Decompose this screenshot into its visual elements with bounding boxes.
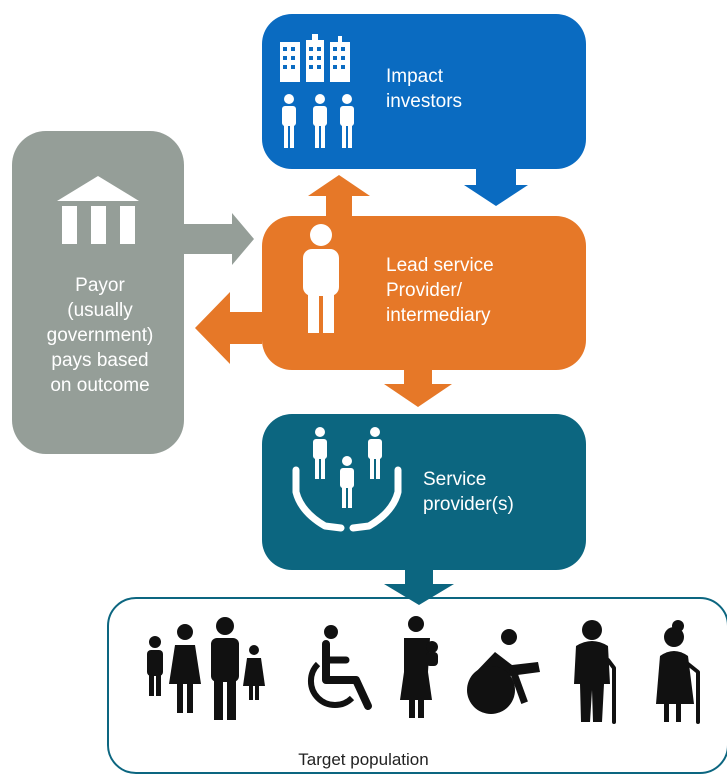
payor-label-line: Payor: [75, 275, 125, 296]
hands-holding-people-icon: [292, 427, 402, 532]
family-icon: [147, 617, 265, 720]
lead-box: [262, 216, 586, 370]
lead-label-line: Provider/: [386, 280, 463, 301]
payor-box: [12, 131, 184, 454]
arrow-lead-to-service: [384, 370, 452, 407]
investors-label: Impact investors: [386, 64, 462, 114]
lead-label-line: intermediary: [386, 305, 491, 326]
elderly-woman-with-cane-icon: [656, 620, 700, 724]
arrow-investors-to-lead: [464, 169, 528, 206]
service-label-line: provider(s): [423, 494, 514, 515]
person-icon: [303, 224, 339, 333]
investors-label-line: investors: [386, 91, 463, 112]
arrow-payor-to-lead: [184, 213, 254, 265]
wheelchair-athlete-icon: [467, 629, 540, 714]
lead-label: Lead service Provider/ intermediary: [386, 253, 494, 328]
service-label: Service provider(s): [423, 467, 514, 517]
lead-label-line: Lead service: [386, 255, 494, 276]
mother-with-child-icon: [400, 616, 438, 718]
payor-label-line: on outcome: [50, 375, 150, 396]
payor-label-line: (usually: [67, 300, 133, 321]
wheelchair-user-icon: [307, 625, 372, 710]
elderly-man-with-cane-icon: [574, 620, 616, 724]
government-building-icon: [57, 176, 139, 244]
service-label-line: Service: [423, 469, 487, 490]
arrow-service-to-target: [384, 570, 454, 605]
investors-label-line: Impact: [386, 66, 444, 87]
arrow-lead-to-payor: [195, 292, 262, 364]
buildings-and-people-icon: [280, 34, 354, 148]
service-box: [262, 414, 586, 570]
payor-label-line: government): [46, 325, 154, 346]
arrow-lead-to-investors: [308, 175, 370, 216]
target-box: [107, 597, 727, 774]
target-label: Target population: [298, 750, 429, 769]
payor-label: Payor (usually government) pays based on…: [20, 273, 180, 398]
payor-label-line: pays based: [51, 350, 149, 371]
